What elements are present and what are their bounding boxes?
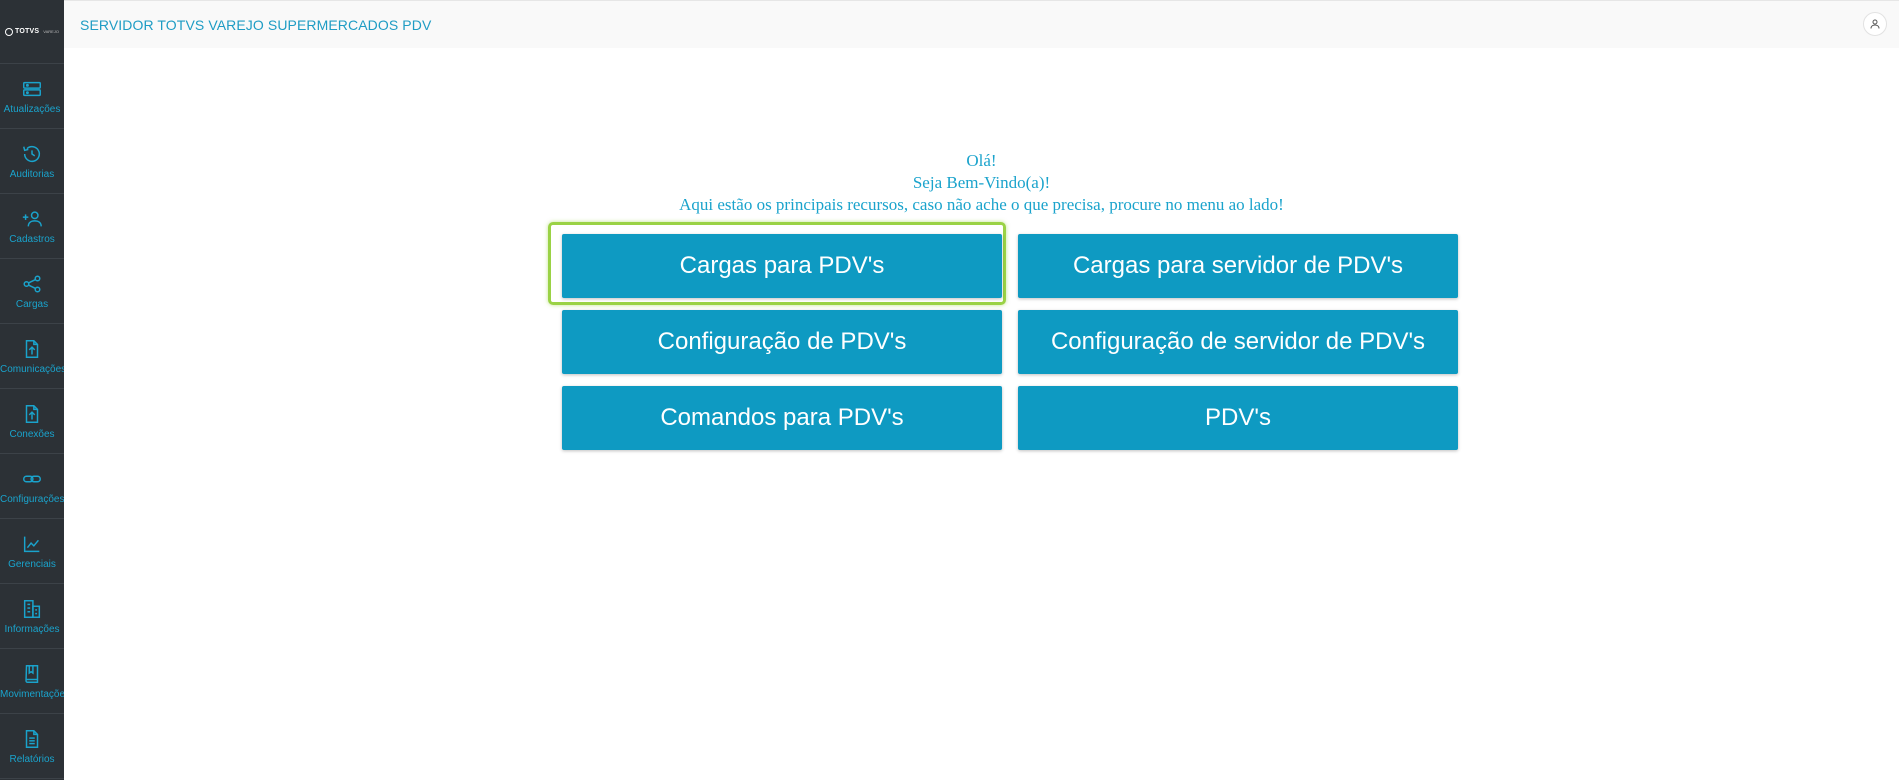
page-title: SERVIDOR TOTVS VAREJO SUPERMERCADOS PDV: [80, 17, 432, 33]
document-icon: [21, 728, 43, 750]
logo-text: TOTVS: [15, 28, 40, 35]
sidebar-item-label: Movimentações: [0, 688, 64, 700]
sidebar-item-configuracoes[interactable]: Configurações: [0, 454, 64, 519]
sidebar-item-auditorias[interactable]: Auditorias: [0, 129, 64, 194]
file-upload-icon: [21, 403, 43, 425]
sidebar-item-gerenciais[interactable]: Gerenciais: [0, 519, 64, 584]
sidebar-item-movimentacoes[interactable]: Movimentações: [0, 649, 64, 714]
sidebar-item-cargas[interactable]: Cargas: [0, 259, 64, 324]
logo-mark: TOTVS VAREJO: [5, 27, 59, 36]
book-icon: [21, 663, 43, 685]
sidebar-item-comunicacoes[interactable]: Comunicações: [0, 324, 64, 389]
sidebar-item-label: Atualizações: [3, 103, 61, 115]
welcome-subtitle: Seja Bem-Vindo(a)!: [912, 173, 1051, 192]
chart-icon: [21, 533, 43, 555]
sidebar-item-label: Gerenciais: [8, 558, 56, 570]
comandos-pdv-button[interactable]: Comandos para PDV's: [562, 386, 1002, 450]
sidebar-item-label: Comunicações: [0, 363, 64, 375]
sidebar-item-conexoes[interactable]: Conexões: [0, 389, 64, 454]
cargas-servidor-pdv-button[interactable]: Cargas para servidor de PDV's: [1018, 234, 1458, 298]
server-icon: [21, 78, 43, 100]
sidebar: TOTVS VAREJO Atualizações Auditorias Cad…: [0, 0, 64, 780]
sidebar-item-label: Cargas: [15, 298, 49, 310]
totvs-logo[interactable]: TOTVS VAREJO: [0, 0, 64, 64]
pdvs-button[interactable]: PDV's: [1018, 386, 1458, 450]
logo-subtext: VAREJO: [43, 29, 59, 34]
configuracao-pdv-button[interactable]: Configuração de PDV's: [562, 310, 1002, 374]
sidebar-item-label: Cadastros: [9, 233, 55, 245]
configuracao-servidor-pdv-button[interactable]: Configuração de servidor de PDV's: [1018, 310, 1458, 374]
cargas-pdv-button[interactable]: Cargas para PDV's: [562, 234, 1002, 298]
building-icon: [21, 598, 43, 620]
file-upload-icon: [21, 338, 43, 360]
history-icon: [21, 143, 43, 165]
add-user-icon: [21, 208, 43, 230]
sidebar-item-label: Auditorias: [9, 168, 55, 180]
sidebar-item-label: Informações: [4, 623, 60, 635]
share-icon: [21, 273, 43, 295]
logo-circle-icon: [5, 27, 14, 36]
sidebar-item-label: Relatórios: [9, 753, 55, 765]
sidebar-item-label: Configurações: [0, 493, 64, 505]
user-icon: [1870, 19, 1880, 29]
top-header: SERVIDOR TOTVS VAREJO SUPERMERCADOS PDV: [64, 0, 1899, 48]
sidebar-item-cadastros[interactable]: Cadastros: [0, 194, 64, 259]
welcome-greeting: Olá!: [966, 151, 997, 170]
link-icon: [21, 468, 43, 490]
sidebar-item-atualizacoes[interactable]: Atualizações: [0, 64, 64, 129]
sidebar-item-informacoes[interactable]: Informações: [0, 584, 64, 649]
sidebar-item-label: Conexões: [9, 428, 55, 440]
sidebar-item-relatorios[interactable]: Relatórios: [0, 714, 64, 779]
welcome-description: Aqui estão os principais recursos, caso …: [679, 195, 1284, 214]
focus-highlight: [548, 222, 1006, 305]
user-menu-button[interactable]: [1863, 12, 1887, 36]
